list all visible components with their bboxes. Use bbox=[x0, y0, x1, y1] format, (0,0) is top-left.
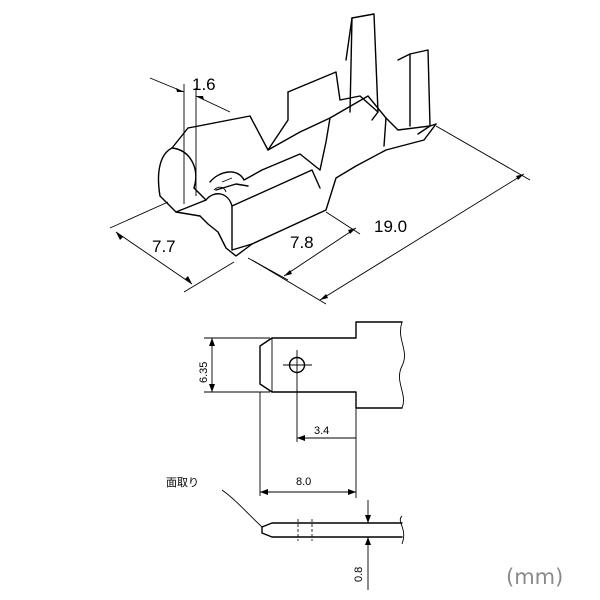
dim-width: 7.7 bbox=[109, 201, 235, 293]
dim-label-3-4: 3.4 bbox=[314, 425, 329, 437]
dim-length-total: 19.0 bbox=[251, 125, 531, 305]
front-left-curl bbox=[157, 147, 207, 213]
dim-label-6-35: 6.35 bbox=[198, 362, 210, 383]
tab-top-view bbox=[259, 321, 405, 442]
dim-label-8-0: 8.0 bbox=[296, 476, 311, 488]
dim-length-front: 7.8 bbox=[247, 211, 361, 281]
dim-label-7-8: 7.8 bbox=[290, 233, 314, 252]
dim-label-19-0: 19.0 bbox=[374, 217, 407, 236]
isometric-terminal-view bbox=[157, 13, 437, 257]
dim-label-0-8: 0.8 bbox=[353, 567, 365, 582]
front-right-curl bbox=[205, 193, 253, 251]
dim-tab-length: 8.0 bbox=[260, 408, 357, 498]
dim-label-1-6: 1.6 bbox=[192, 75, 216, 94]
dim-tab-thickness: 0.8 bbox=[353, 500, 371, 590]
tab-side-view: 面取り bbox=[166, 476, 405, 545]
rear-tab-left bbox=[345, 13, 379, 121]
dim-label-7-7: 7.7 bbox=[152, 237, 176, 256]
dim-thickness-top: 1.6 bbox=[149, 75, 231, 204]
dim-hole-offset: 3.4 bbox=[259, 392, 356, 496]
dim-tab-height: 6.35 bbox=[198, 337, 270, 393]
rear-tab-right bbox=[397, 49, 431, 135]
unit-label: (mm) bbox=[506, 565, 563, 589]
chamfer-leader bbox=[221, 489, 263, 528]
chamfer-label: 面取り bbox=[166, 476, 199, 489]
